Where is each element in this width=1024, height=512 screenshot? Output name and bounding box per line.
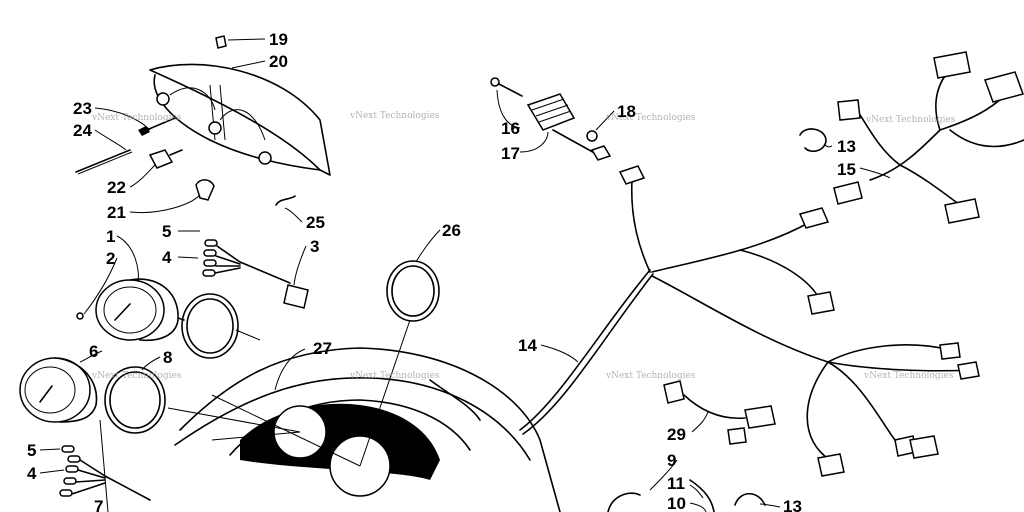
callout-25: 25	[306, 213, 325, 232]
gauge-1	[95, 278, 185, 342]
watermark-text: vNext Technologies	[349, 111, 440, 121]
callout-10: 10	[667, 494, 686, 512]
instrument-pod-27	[174, 347, 561, 512]
callout-8: 8	[163, 348, 172, 367]
callout-17: 17	[501, 144, 520, 163]
clip-19	[215, 35, 227, 49]
callout-5: 5	[162, 222, 171, 241]
harness-15	[833, 51, 1024, 224]
callout-26: 26	[442, 221, 461, 240]
callouts: 19 20 23 24 22 21 25 1 2 5 4 3 6 8 5 4 7…	[27, 30, 856, 512]
callout-13: 13	[783, 497, 802, 512]
gauge-6	[19, 357, 98, 423]
socket-21	[195, 179, 215, 201]
watermark-text: vNext Technologies	[91, 113, 182, 123]
watermark-text: vNext Technologies	[605, 113, 696, 123]
callout-19: 19	[269, 30, 288, 49]
callout-4: 4	[162, 248, 172, 267]
callout-27: 27	[313, 339, 332, 358]
adjust-screw-24	[75, 117, 176, 175]
callout-20: 20	[269, 52, 288, 71]
callout-3: 3	[310, 237, 319, 256]
callout-14: 14	[518, 336, 537, 355]
callout-9: 9	[667, 451, 676, 470]
watermark-text: vNext Technologies	[605, 371, 696, 381]
callout-7: 7	[94, 497, 103, 512]
ring-8	[181, 293, 239, 359]
callout-29: 29	[667, 425, 686, 444]
clip-25	[275, 195, 296, 206]
bulb-22	[148, 149, 183, 169]
bulbs-4-5-lower	[59, 445, 151, 501]
callout-11: 11	[667, 474, 685, 493]
parts-9-10-11-13-bottom	[607, 479, 766, 512]
headlight-assembly	[149, 63, 331, 176]
callout-5: 5	[27, 441, 36, 460]
callout-13: 13	[837, 137, 856, 156]
callout-16: 16	[501, 119, 520, 138]
callout-22: 22	[107, 178, 126, 197]
screw-2	[76, 312, 84, 320]
watermarks: vNext Technologies vNext Technologies vN…	[91, 111, 956, 381]
watermark-text: vNext Technologies	[863, 371, 954, 381]
watermark-text: vNext Technologies	[91, 371, 182, 381]
callout-21: 21	[107, 203, 126, 222]
callout-1: 1	[106, 227, 115, 246]
bulbs-4-5-upper	[202, 239, 309, 309]
bolt-16	[490, 77, 523, 97]
callout-24: 24	[73, 121, 92, 140]
callout-18: 18	[617, 102, 636, 121]
watermark-text: vNext Technologies	[349, 371, 440, 381]
ring-26	[386, 260, 440, 322]
harness-29	[663, 380, 776, 445]
callout-23: 23	[73, 99, 92, 118]
clamp-13-top	[799, 128, 827, 152]
callout-2: 2	[106, 249, 115, 268]
leader-lines	[39, 38, 891, 512]
ring-8b	[104, 366, 166, 434]
wiring-harness-14	[519, 165, 980, 477]
callout-15: 15	[837, 160, 856, 179]
nut-18	[586, 130, 598, 142]
regulator-17	[526, 93, 612, 161]
watermark-text: vNext Technologies	[865, 115, 956, 125]
callout-6: 6	[89, 342, 98, 361]
callout-4: 4	[27, 464, 37, 483]
